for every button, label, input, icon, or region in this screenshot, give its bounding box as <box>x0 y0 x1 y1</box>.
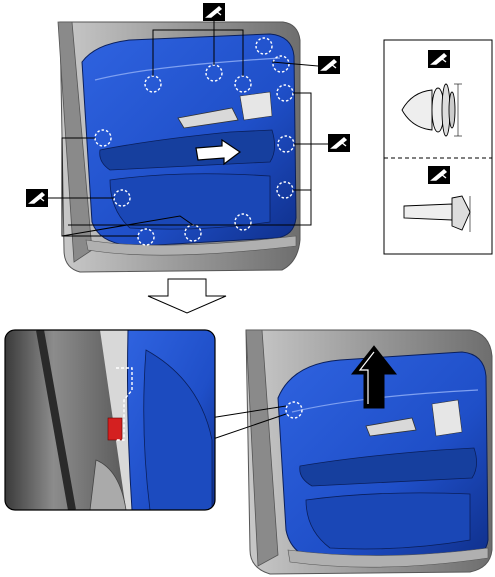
clip-marker <box>234 213 252 231</box>
clip-type-a-icon <box>330 137 348 149</box>
clip-type-badge <box>318 56 340 74</box>
door-sill <box>85 235 297 256</box>
door-sill <box>287 547 489 568</box>
zoom-hinge-area <box>89 459 127 510</box>
zoom-trim-bulge <box>143 349 213 510</box>
top-door-illustration <box>26 3 350 273</box>
speaker-pocket <box>305 492 471 550</box>
lift-direction-arrow-highlight <box>358 351 375 404</box>
clip-type-b-icon <box>28 192 46 204</box>
clip-legend <box>383 39 493 255</box>
clip-marker <box>272 55 290 73</box>
clip-type-a-icon <box>430 53 448 65</box>
clip-b-drawing <box>403 195 471 232</box>
zoom-leader-top <box>209 405 287 419</box>
door-frame-pillar <box>245 329 279 567</box>
clip-type-a-icon <box>205 6 223 18</box>
clip-type-b-icon <box>430 169 448 181</box>
clip-marker <box>285 401 303 419</box>
clip-type-badge <box>328 134 350 152</box>
clip-marker <box>137 228 155 246</box>
zoom-clip-outline <box>116 367 133 441</box>
clip-type-badge <box>26 189 48 207</box>
speaker-pocket <box>109 173 271 230</box>
clip-type-a-icon <box>320 59 338 71</box>
clip-type-badge <box>203 3 225 21</box>
bottom-door-illustration <box>245 329 493 575</box>
leader-lines <box>48 21 328 237</box>
zoom-detail-frame <box>4 329 216 511</box>
clip-legend-frame <box>383 39 493 255</box>
zoom-frame-edge <box>36 330 76 510</box>
switch-panel <box>239 91 273 121</box>
lift-direction-arrow <box>350 345 398 409</box>
clip-a-drawing <box>401 83 462 137</box>
armrest <box>299 447 477 487</box>
clip-marker <box>255 37 273 55</box>
trim-upper-line <box>94 57 281 81</box>
switch-panel <box>431 399 463 437</box>
clip-type-badge <box>428 166 450 184</box>
inner-handle <box>365 417 417 437</box>
zoom-leader-bottom <box>209 413 287 441</box>
inner-handle <box>177 107 239 129</box>
step-transition-arrow <box>147 278 227 314</box>
clip-type-badge <box>428 50 450 68</box>
armrest <box>99 129 275 171</box>
zoom-clip-tab <box>107 417 123 441</box>
zoom-detail <box>4 329 287 511</box>
removal-direction-arrow <box>195 138 242 166</box>
